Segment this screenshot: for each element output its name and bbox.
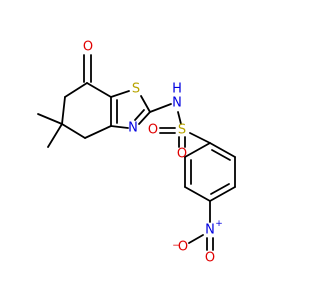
bond-nh-s xyxy=(177,111,182,125)
atom-o-sulfonyl-bottom: O xyxy=(177,147,187,162)
atom-n-thiazole: N xyxy=(128,121,138,136)
bond-nitro-o-minus xyxy=(188,234,204,244)
bond-c6-c5 xyxy=(61,96,66,125)
atom-s-thiazole: S xyxy=(132,82,140,97)
atom-h-amide: H xyxy=(172,82,182,97)
bond-ar-inner-b xyxy=(210,183,230,195)
charge-n-nitro: + xyxy=(215,219,223,229)
bond-ar-4-5 xyxy=(184,186,211,202)
bond-c5-methyl-2 xyxy=(47,123,63,148)
atom-o-sulfonyl-left: O xyxy=(148,123,158,138)
bond-c4-c3a xyxy=(84,125,112,139)
atom-label-layer: O S N H N S O O N + O − O xyxy=(83,40,223,266)
bond-ar-6-1 xyxy=(184,142,211,158)
bond-c7-c6 xyxy=(64,82,88,98)
charge-o-nitro: − xyxy=(172,241,180,251)
bond-c5-methyl-1 xyxy=(37,113,63,125)
atom-n-nitro: N xyxy=(205,223,215,238)
bond-c2-nh xyxy=(149,103,172,113)
bond-c5-c4 xyxy=(61,123,86,139)
atom-o-nitro-double: O xyxy=(205,251,215,266)
molecule-structure: O S N H N S O O N + O − O xyxy=(37,40,236,266)
bond-c2-n3-inner xyxy=(134,109,145,121)
bond-s-c2 xyxy=(140,95,151,113)
bond-ar-1-2 xyxy=(209,142,236,158)
atom-o-ketone: O xyxy=(83,40,93,55)
atom-s-sulfonyl: S xyxy=(178,123,186,138)
bond-s-aryl xyxy=(189,132,211,144)
bond-layer xyxy=(37,54,236,251)
bond-c7a-s xyxy=(110,90,130,98)
bond-c2-n3 xyxy=(138,111,151,125)
atom-n-amide: N xyxy=(172,96,182,111)
bond-n3-c3a xyxy=(110,125,129,129)
bond-ar-inner-a xyxy=(211,149,231,161)
atom-o-nitro-minus: O xyxy=(178,240,188,255)
bond-c7a-c7 xyxy=(86,82,112,98)
bond-ar-3-4 xyxy=(209,186,236,202)
